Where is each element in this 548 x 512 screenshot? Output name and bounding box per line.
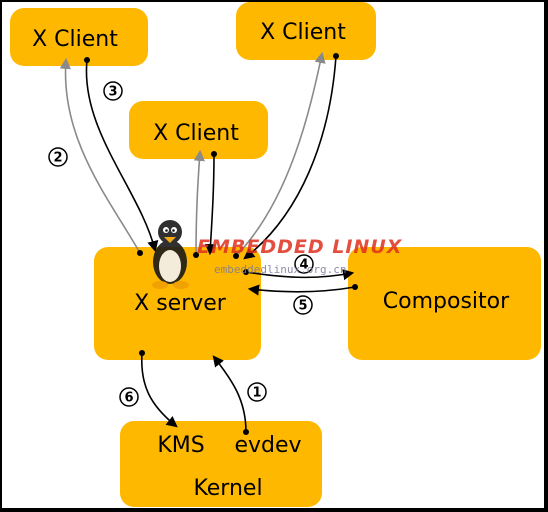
step-badge-3: 3	[103, 81, 123, 101]
arrow-step-1-dot	[243, 429, 249, 435]
arrow-step-2	[59, 57, 141, 254]
arrow-client-2-to-server-dot	[333, 53, 339, 59]
arrow-server-to-client-2-dot	[233, 253, 239, 259]
kernel-evdev-label: evdev	[234, 433, 301, 458]
step-badge-2: 2	[48, 147, 68, 167]
arrow-server-to-client-2	[235, 51, 326, 257]
arrow-step-4	[245, 269, 355, 281]
svg-text:4: 4	[299, 258, 308, 273]
step-badge-5: 5	[293, 295, 313, 315]
svg-text:3: 3	[108, 85, 117, 100]
step-badge-4: 4	[294, 254, 314, 274]
x-client-1-box: X Client	[10, 8, 148, 66]
svg-text:6: 6	[124, 391, 133, 406]
x-client-3-label: X Client	[153, 121, 239, 146]
kernel-label: Kernel	[193, 476, 262, 501]
arrow-step-5	[247, 284, 356, 296]
svg-text:5: 5	[298, 299, 307, 314]
watermark-subtitle: embeddedlinux.org.cn	[214, 263, 346, 276]
tux-penguin-icon	[152, 220, 189, 289]
arrow-step-6-dot	[139, 350, 145, 356]
x-client-1-label: X Client	[32, 27, 118, 52]
compositor-label: Compositor	[383, 289, 510, 314]
arrow-client-3-to-server-dot	[211, 151, 217, 157]
arrow-step-4-dot	[243, 269, 249, 275]
arrow-client-2-to-server	[243, 55, 337, 260]
arrow-client-3-to-server	[204, 153, 217, 256]
watermark-title: EMBEDDED LINUX	[197, 236, 403, 258]
x-client-2-label: X Client	[260, 20, 346, 45]
arrow-step-2-dot	[137, 250, 143, 256]
x-server-label: X server	[134, 291, 227, 316]
arrow-server-to-client-3-dot	[193, 252, 199, 258]
kernel-kms-label: KMS	[157, 433, 204, 458]
x-server-box: X server	[94, 247, 261, 360]
step-badge-1: 1	[247, 382, 267, 402]
svg-text:1: 1	[252, 386, 261, 401]
arrow-step-6	[140, 352, 178, 428]
step-badge-6: 6	[119, 387, 139, 407]
kernel-box: KMS evdev Kernel	[120, 421, 322, 507]
x-client-2-box: X Client	[236, 2, 376, 60]
arrow-step-5-dot	[352, 284, 358, 290]
arrow-step-3-dot	[84, 57, 90, 63]
compositor-box: Compositor	[348, 247, 541, 360]
arrow-step-3	[85, 59, 159, 253]
arrow-server-to-client-3	[193, 149, 205, 256]
svg-text:2: 2	[53, 151, 62, 166]
arrow-step-1	[212, 355, 247, 433]
x-client-3-box: X Client	[129, 101, 268, 159]
